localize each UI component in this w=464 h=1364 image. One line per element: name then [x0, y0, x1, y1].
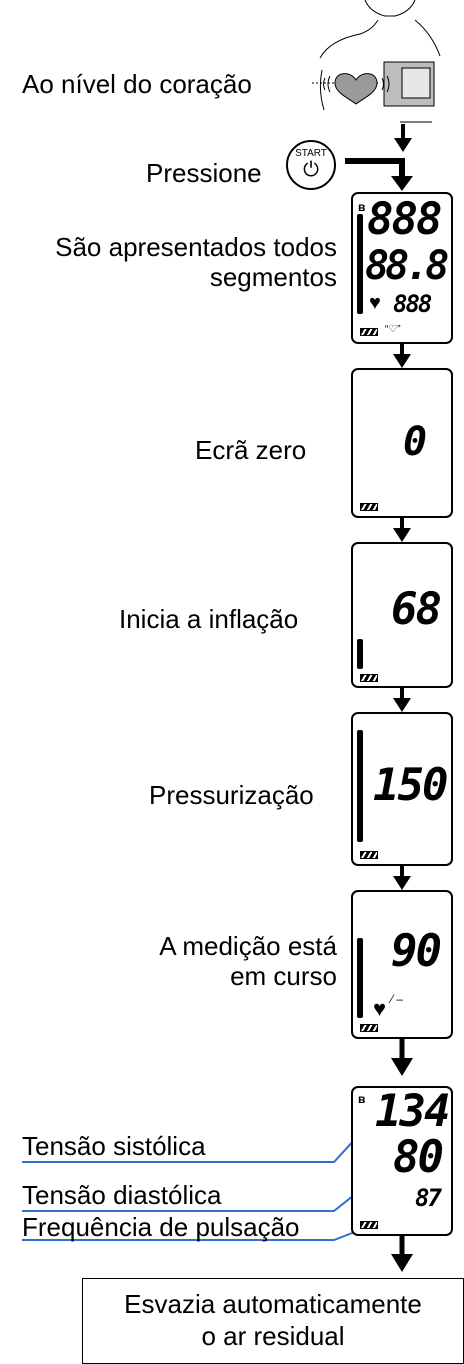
- battery-icon: [360, 503, 378, 511]
- battery-icon: [360, 328, 378, 336]
- pressure-bar: [357, 938, 363, 1018]
- systolic-label: Tensão sistólica: [22, 1131, 206, 1161]
- display-all-segments: ʙ 888 88.8 ♥ 888 “♡”: [351, 192, 453, 344]
- start-elbow: [345, 158, 405, 178]
- display-pressurization: 150: [351, 712, 453, 866]
- pressure-bar: [357, 639, 363, 669]
- press-label: Pressione: [146, 158, 262, 188]
- deflate-line2: o ar residual: [201, 1321, 345, 1351]
- battery-icon: [360, 674, 378, 682]
- deflate-line1: Esvazia automaticamente: [124, 1289, 422, 1319]
- test-top-value: 888: [367, 194, 442, 245]
- measuring-line1: A medição está: [159, 931, 337, 961]
- pressurization-value: 150: [373, 760, 448, 811]
- zero-label: Ecrã zero: [195, 435, 307, 465]
- diastolic-label: Tensão diastólica: [22, 1180, 222, 1210]
- all-segments-line1: São apresentados todos: [55, 232, 337, 262]
- pressure-bar: [357, 730, 363, 842]
- battery-icon: [360, 1221, 378, 1229]
- measuring-label: A medição está em curso: [159, 931, 337, 991]
- all-segments-line2: segmentos: [209, 262, 337, 292]
- pulse-label: Frequência de pulsação: [22, 1212, 300, 1242]
- measuring-value: 90: [391, 926, 442, 977]
- heart-rays: ⁄ ‒: [391, 992, 404, 1006]
- heart-blink-icon: ♥: [373, 996, 387, 1021]
- bluetooth-icon: ʙ: [358, 200, 366, 214]
- power-icon: ⏻: [303, 159, 319, 181]
- pulse-value: 87: [415, 1184, 442, 1212]
- display-result: ʙ 134 80 87: [351, 1086, 453, 1236]
- heart-icon: ♥: [369, 292, 381, 314]
- side-bar: [357, 214, 363, 314]
- heart-level-label: Ao nível do coração: [22, 69, 252, 99]
- battery-icon: [360, 1024, 378, 1032]
- diastolic-value: 80: [393, 1132, 444, 1183]
- down-arrows: [391, 344, 413, 1272]
- inflation-label: Inicia a inflação: [119, 604, 299, 634]
- start-button[interactable]: START ⏻: [286, 140, 336, 190]
- bluetooth-icon: ʙ: [358, 1092, 366, 1106]
- body-outline: [364, 0, 416, 17]
- display-zero: 0: [351, 368, 453, 518]
- deflate-box: Esvazia automaticamente o ar residual: [82, 1278, 464, 1364]
- zero-value: 0: [403, 419, 427, 465]
- shoulder-outline: [319, 19, 441, 59]
- arm-outline: [319, 69, 432, 123]
- heart-icon: [334, 73, 378, 105]
- systolic-value: 134: [375, 1086, 450, 1137]
- start-button-label: START: [295, 148, 327, 159]
- display-inflation: 68: [351, 542, 453, 688]
- pressurization-label: Pressurização: [149, 780, 314, 810]
- test-pulse-value: 888: [393, 290, 432, 318]
- measuring-line2: em curso: [230, 961, 337, 991]
- all-segments-label: São apresentados todos segmentos: [55, 232, 337, 292]
- battery-icon: [360, 851, 378, 859]
- display-measuring: 90 ♥ ⁄ ‒: [351, 890, 453, 1039]
- inflation-value: 68: [391, 584, 442, 635]
- test-mid-value: 88.8: [365, 243, 449, 289]
- pulse-wave-icon: “♡”: [385, 324, 401, 335]
